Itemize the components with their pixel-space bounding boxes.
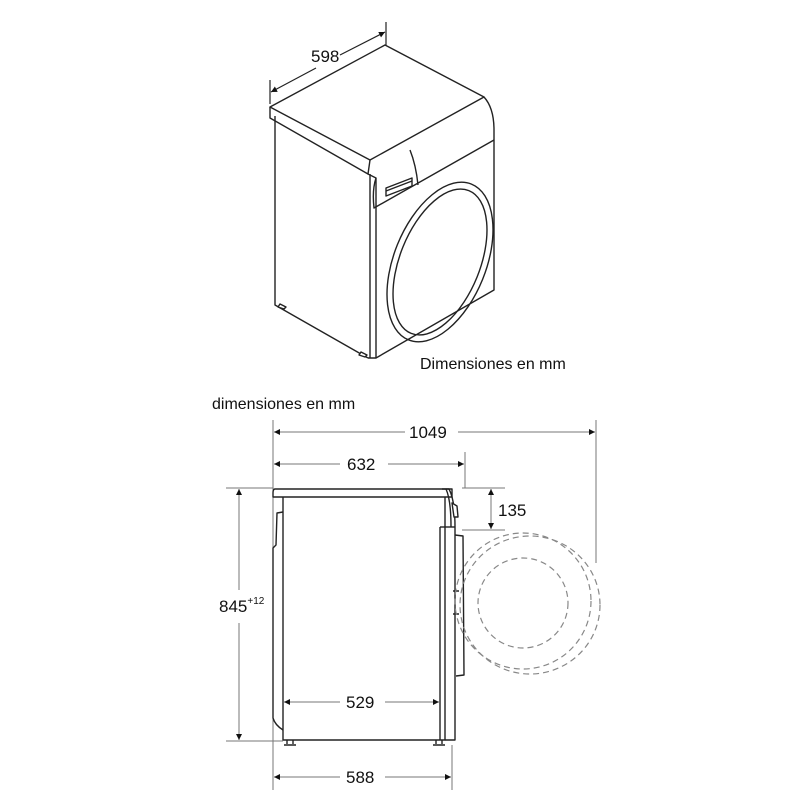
height-tolerance: +12 bbox=[247, 596, 265, 607]
door-swing-arc bbox=[454, 532, 601, 675]
dimension-lines bbox=[236, 429, 595, 780]
iso-width-dimension bbox=[269, 22, 387, 104]
panel-height-label: 135 bbox=[495, 502, 530, 519]
extension-lines bbox=[226, 420, 597, 790]
side-caption: dimensiones en mm bbox=[212, 396, 356, 413]
iso-width-label: 598 bbox=[311, 47, 340, 66]
body-depth-label: 588 bbox=[343, 769, 378, 786]
side-view-washer bbox=[272, 488, 465, 746]
depth-door-open-label: 1049 bbox=[406, 424, 450, 441]
height-value: 845 bbox=[219, 597, 248, 616]
iso-caption: Dimensiones en mm bbox=[420, 356, 566, 373]
height-label: 845+12 bbox=[216, 596, 268, 616]
body-depth-inner-label: 529 bbox=[343, 694, 378, 711]
depth-total-label: 632 bbox=[344, 456, 379, 473]
isometric-washer bbox=[269, 44, 495, 359]
